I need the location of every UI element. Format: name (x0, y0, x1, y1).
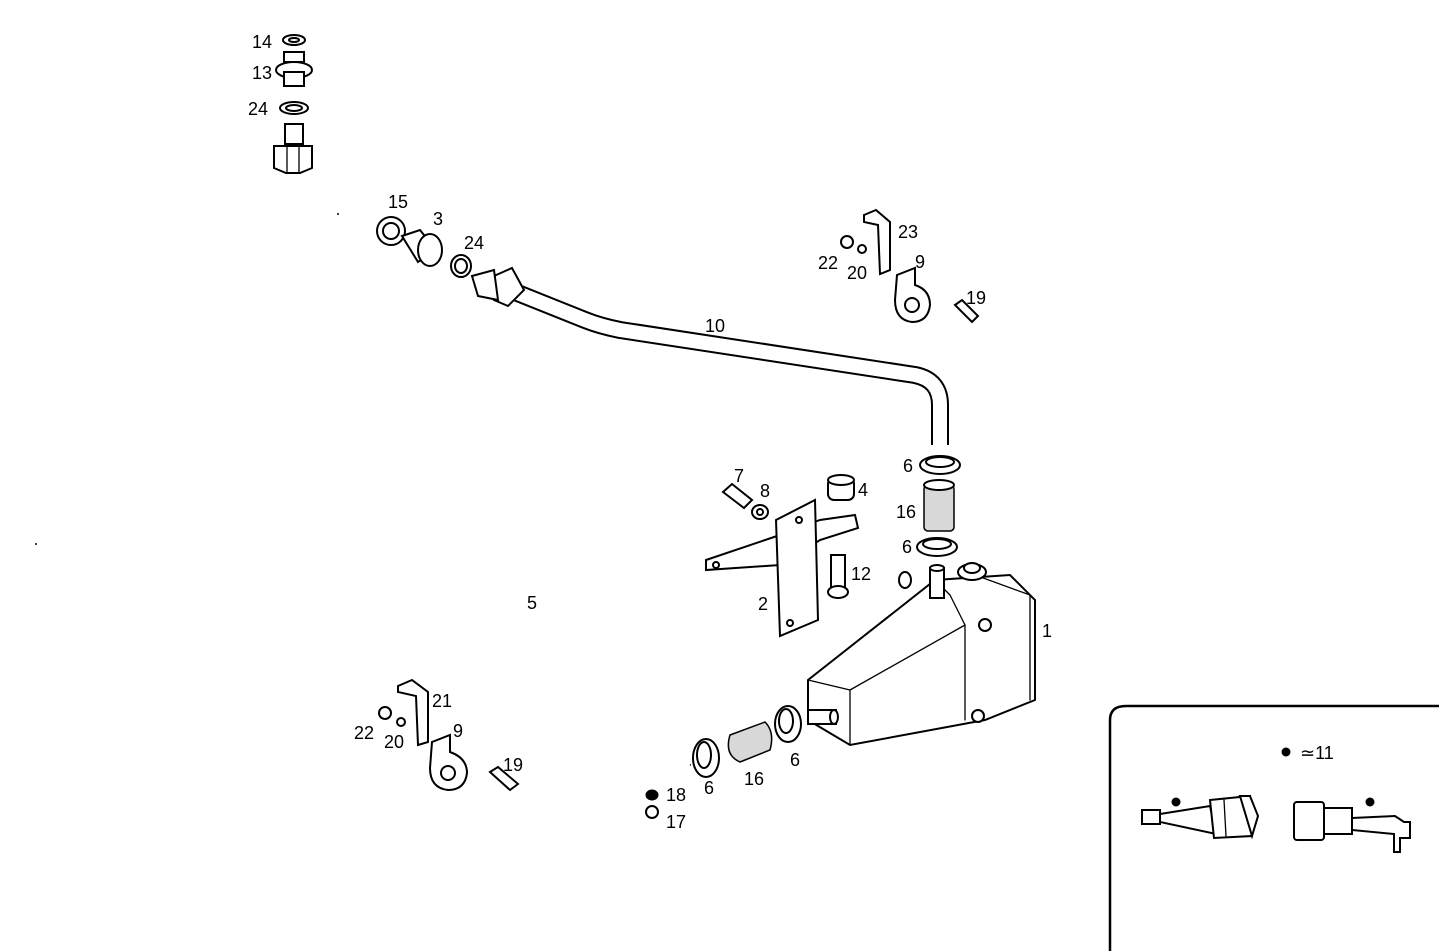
speck (35, 543, 37, 545)
label-16b: 16 (744, 769, 764, 789)
clip-group-lower (378, 678, 520, 792)
label-24b: 24 (464, 233, 484, 253)
label-13: 13 (252, 63, 272, 83)
label-6c: 6 (704, 778, 714, 798)
clip-group-upper (840, 208, 980, 324)
label-20a: 20 (847, 263, 867, 283)
fasteners-7-8-4-12 (721, 474, 855, 599)
hose-lower (692, 705, 802, 778)
label-22b: 22 (354, 723, 374, 743)
label-7: 7 (734, 466, 744, 486)
label-2: 2 (758, 594, 768, 614)
label-3: 3 (433, 209, 443, 229)
tank-1 (807, 562, 1036, 747)
label-9b: 9 (453, 721, 463, 741)
hose-upper (916, 455, 961, 557)
pipe-10 (470, 266, 949, 447)
label-17: 17 (666, 812, 686, 832)
label-6b: 6 (902, 537, 912, 557)
label-16a: 16 (896, 502, 916, 522)
label-8: 8 (760, 481, 770, 501)
label-4: 4 (858, 480, 868, 500)
label-22a: 22 (818, 253, 838, 273)
parts-17-18 (645, 789, 659, 819)
inset-legend: ≃11 (1300, 743, 1334, 763)
label-12: 12 (851, 564, 871, 584)
label-5: 5 (527, 593, 537, 613)
label-1: 1 (1042, 621, 1052, 641)
top-fitting-stack (273, 34, 313, 174)
label-24a: 24 (248, 99, 268, 119)
label-19b: 19 (503, 755, 523, 775)
label-14: 14 (252, 32, 272, 52)
bracket-2 (705, 498, 860, 638)
part-labels: 14 13 24 15 3 24 10 23 22 20 9 19 6 16 6… (248, 32, 1052, 832)
label-18: 18 (666, 785, 686, 805)
label-15: 15 (388, 192, 408, 212)
label-23: 23 (898, 222, 918, 242)
pipe-5 (275, 169, 692, 801)
parts-15-3-24 (376, 216, 472, 278)
speck (337, 213, 339, 215)
label-19a: 19 (966, 288, 986, 308)
label-20b: 20 (384, 732, 404, 752)
label-6d: 6 (790, 750, 800, 770)
label-9a: 9 (915, 252, 925, 272)
label-10: 10 (705, 316, 725, 336)
label-6a: 6 (903, 456, 913, 476)
inset-detail: ≃11 (1108, 704, 1439, 951)
label-21: 21 (432, 691, 452, 711)
